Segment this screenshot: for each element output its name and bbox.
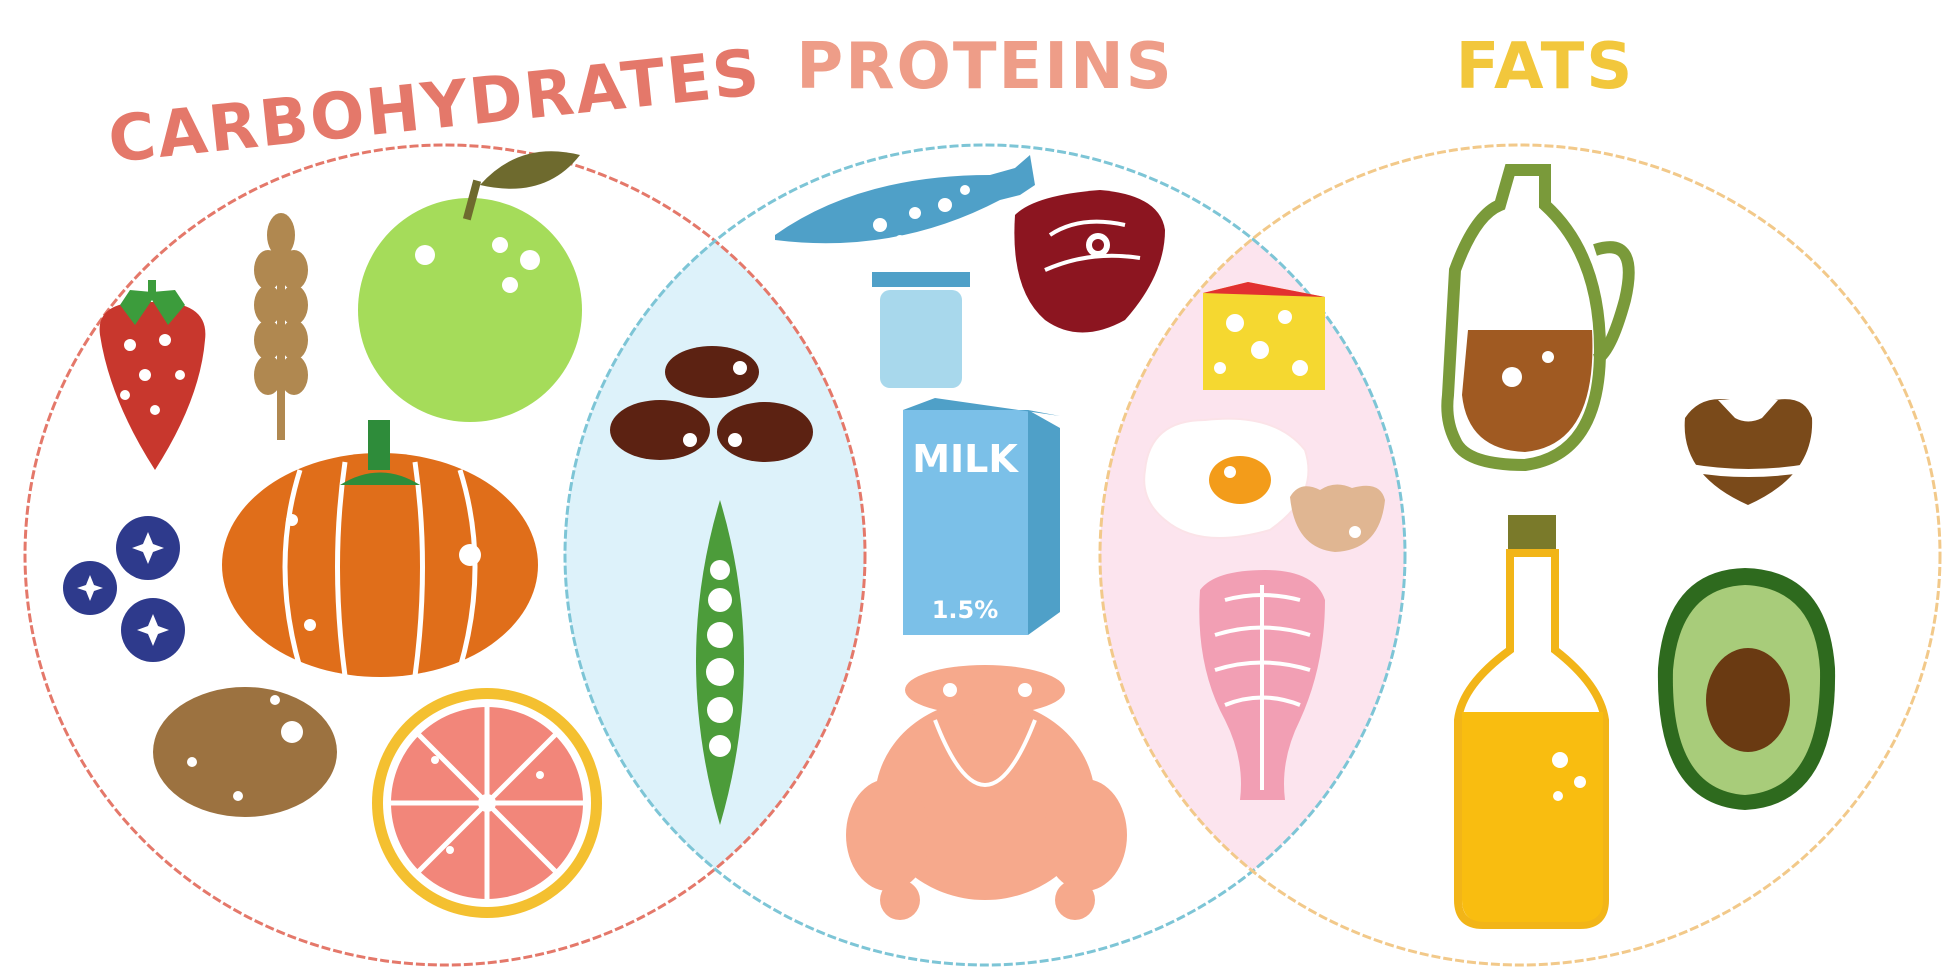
cheese-icon <box>1203 282 1325 390</box>
chicken-icon <box>846 665 1127 920</box>
fish-icon <box>775 155 1035 245</box>
pumpkin-icon <box>222 420 538 677</box>
blueberries-icon <box>63 516 185 662</box>
milk-carton-icon: MILK 1.5% <box>903 398 1060 635</box>
oil-jug-icon <box>1447 170 1628 465</box>
potato-icon <box>153 687 337 817</box>
milk-label: MILK <box>912 437 1019 481</box>
wheat-icon <box>254 213 308 440</box>
steak-icon <box>1014 190 1165 333</box>
fats-title: FATS <box>1456 30 1635 104</box>
proteins-title: PROTEINS <box>796 30 1173 104</box>
nut-icon <box>1685 399 1812 505</box>
carbohydrates-title: CARBOHYDRATES <box>105 36 764 178</box>
avocado-icon <box>1658 568 1835 810</box>
yogurt-jar-icon <box>872 272 970 388</box>
apple-icon <box>358 151 582 422</box>
milk-fat-percent: 1.5% <box>932 596 999 624</box>
grapefruit-icon <box>372 688 602 918</box>
oil-bottle-icon <box>1458 515 1605 925</box>
strawberry-icon <box>100 280 206 470</box>
